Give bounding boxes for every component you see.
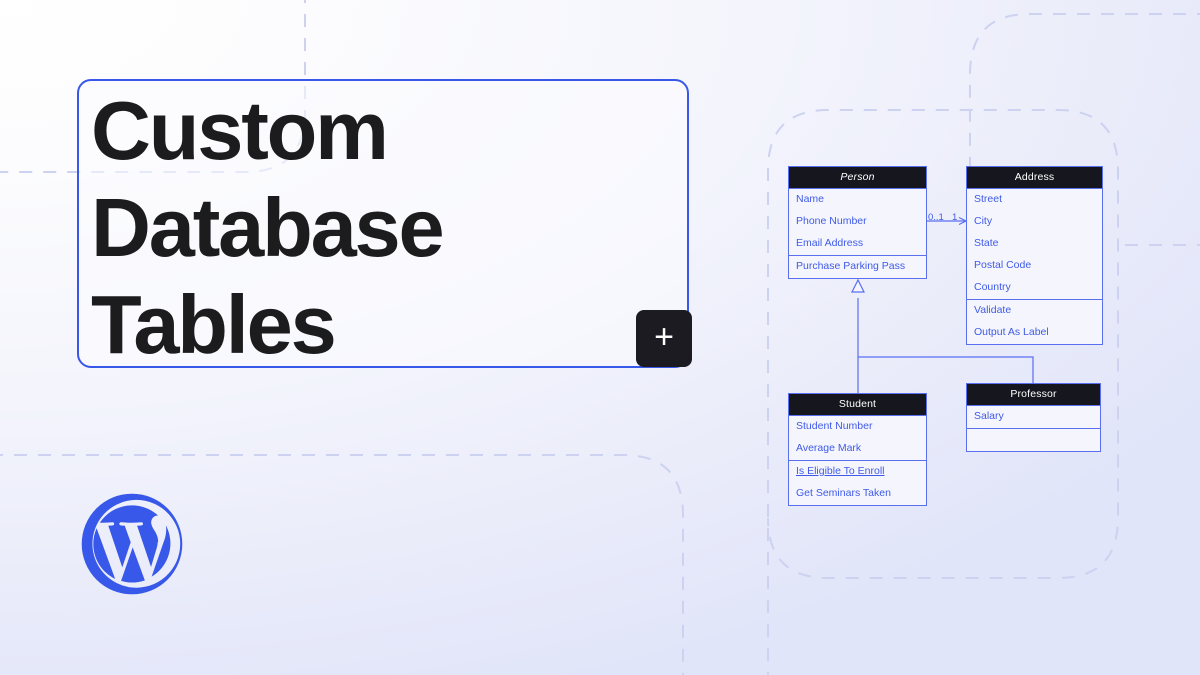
uml-class-student-attributes: Student Number Average Mark: [789, 415, 926, 460]
uml-attribute: Email Address: [796, 237, 864, 249]
uml-attribute: Postal Code: [974, 259, 1032, 271]
uml-class-student-methods: Is Eligible To Enroll Get Seminars Taken: [789, 460, 926, 505]
uml-class-professor-title: Professor: [967, 384, 1100, 405]
uml-class-person-title: Person: [789, 167, 926, 188]
uml-attribute: Name: [796, 193, 825, 205]
multiplicity-target: 1: [952, 212, 958, 223]
uml-class-student-title: Student: [789, 394, 926, 415]
uml-attribute: Street: [974, 193, 1003, 205]
uml-class-professor-methods: [967, 428, 1100, 451]
uml-method-static: Is Eligible To Enroll: [796, 465, 885, 477]
uml-class-address-attributes: Street City State Postal Code Country: [967, 188, 1102, 299]
uml-class-address-methods: Validate Output As Label: [967, 299, 1102, 344]
uml-method: Output As Label: [974, 326, 1049, 338]
uml-class-diagram: 0..1 1 Person Name Phone Number Email Ad…: [740, 90, 1160, 610]
uml-method: Purchase Parking Pass: [796, 260, 906, 272]
uml-class-person-attributes: Name Phone Number Email Address: [789, 188, 926, 255]
uml-class-student[interactable]: Student Student Number Average Mark Is E…: [788, 393, 927, 506]
gen-branch-professor: [858, 356, 1034, 383]
uml-attribute: Country: [974, 281, 1011, 293]
uml-method: Get Seminars Taken: [796, 487, 891, 499]
uml-class-professor[interactable]: Professor Salary: [966, 383, 1101, 452]
add-button[interactable]: +: [636, 310, 692, 367]
uml-attribute: City: [974, 215, 993, 227]
uml-class-address[interactable]: Address Street City State Postal Code Co…: [966, 166, 1103, 345]
uml-connectors: [851, 216, 1034, 393]
plus-icon: +: [654, 317, 674, 356]
uml-class-person-methods: Purchase Parking Pass: [789, 255, 926, 278]
multiplicity-source: 0..1: [928, 212, 944, 223]
uml-method-empty: [967, 429, 1100, 451]
uml-attribute: State: [974, 237, 999, 249]
uml-method: Validate: [974, 304, 1012, 316]
uml-class-address-title: Address: [967, 167, 1102, 188]
title-card: [77, 79, 689, 368]
uml-attribute: Salary: [974, 410, 1004, 422]
gen-hollow-triangle-icon: [851, 278, 865, 293]
uml-attribute: Average Mark: [796, 442, 862, 454]
uml-attribute: Phone Number: [796, 215, 867, 227]
wordpress-logo-icon: [81, 493, 183, 595]
page-title: Custom Database Tables: [91, 84, 445, 371]
uml-class-person[interactable]: Person Name Phone Number Email Address P…: [788, 166, 927, 279]
uml-attribute: Student Number: [796, 420, 873, 432]
uml-class-professor-attributes: Salary: [967, 405, 1100, 428]
